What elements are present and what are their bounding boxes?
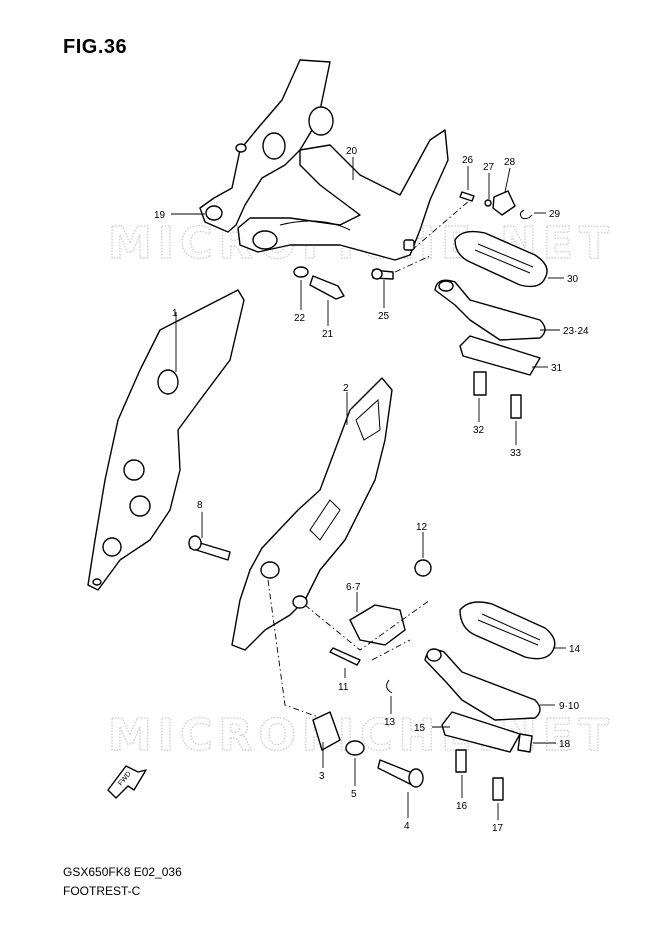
callout-31: 31 bbox=[551, 363, 563, 374]
callout-4: 4 bbox=[404, 821, 410, 832]
callout-20: 20 bbox=[346, 146, 358, 157]
callout-11: 11 bbox=[338, 682, 349, 693]
figure-title: FIG.36 bbox=[63, 36, 128, 58]
callout-27: 27 bbox=[483, 162, 495, 173]
front-hardware bbox=[188, 535, 533, 801]
callout-33: 33 bbox=[510, 448, 522, 459]
callout-3: 3 bbox=[319, 771, 325, 782]
rear-footpeg-assembly bbox=[434, 230, 548, 419]
callout-2: 2 bbox=[343, 383, 349, 394]
leader-lines bbox=[171, 157, 566, 820]
callout-16: 16 bbox=[456, 801, 468, 812]
callout-23-24: 23·24 bbox=[563, 326, 589, 337]
callout-17: 17 bbox=[492, 823, 504, 834]
callout-18: 18 bbox=[559, 739, 571, 750]
callout-14: 14 bbox=[569, 644, 581, 655]
callout-25: 25 bbox=[378, 311, 390, 322]
figure-code: GSX650FK8 E02_036 bbox=[63, 865, 182, 879]
callout-28: 28 bbox=[504, 157, 516, 168]
callout-9-10: 9·10 bbox=[559, 701, 579, 712]
callout-6-7: 6·7 bbox=[346, 582, 361, 593]
callout-29: 29 bbox=[549, 209, 561, 220]
front-footrest-bracket bbox=[231, 377, 393, 651]
callout-21: 21 bbox=[322, 329, 334, 340]
upper-hardware bbox=[293, 190, 533, 300]
callout-32: 32 bbox=[473, 425, 485, 436]
callout-13: 13 bbox=[384, 717, 396, 728]
front-footpeg-assembly bbox=[424, 601, 556, 753]
callout-5: 5 bbox=[351, 789, 357, 800]
callout-19: 19 bbox=[154, 210, 166, 221]
callout-8: 8 bbox=[197, 500, 203, 511]
rear-footrest-bracket bbox=[199, 59, 449, 261]
callout-30: 30 bbox=[567, 274, 579, 285]
callout-12: 12 bbox=[416, 522, 428, 533]
callout-26: 26 bbox=[462, 155, 474, 166]
callout-22: 22 bbox=[294, 313, 306, 324]
footrest-plate bbox=[87, 289, 245, 591]
callout-labels: 1 2 3 4 5 6·7 8 9·10 11 12 13 14 15 16 1… bbox=[154, 146, 589, 834]
callout-1: 1 bbox=[172, 308, 178, 319]
front-direction-arrow: FWD bbox=[107, 765, 147, 799]
figure-name: FOOTREST-C bbox=[63, 884, 141, 898]
callout-15: 15 bbox=[414, 723, 426, 734]
